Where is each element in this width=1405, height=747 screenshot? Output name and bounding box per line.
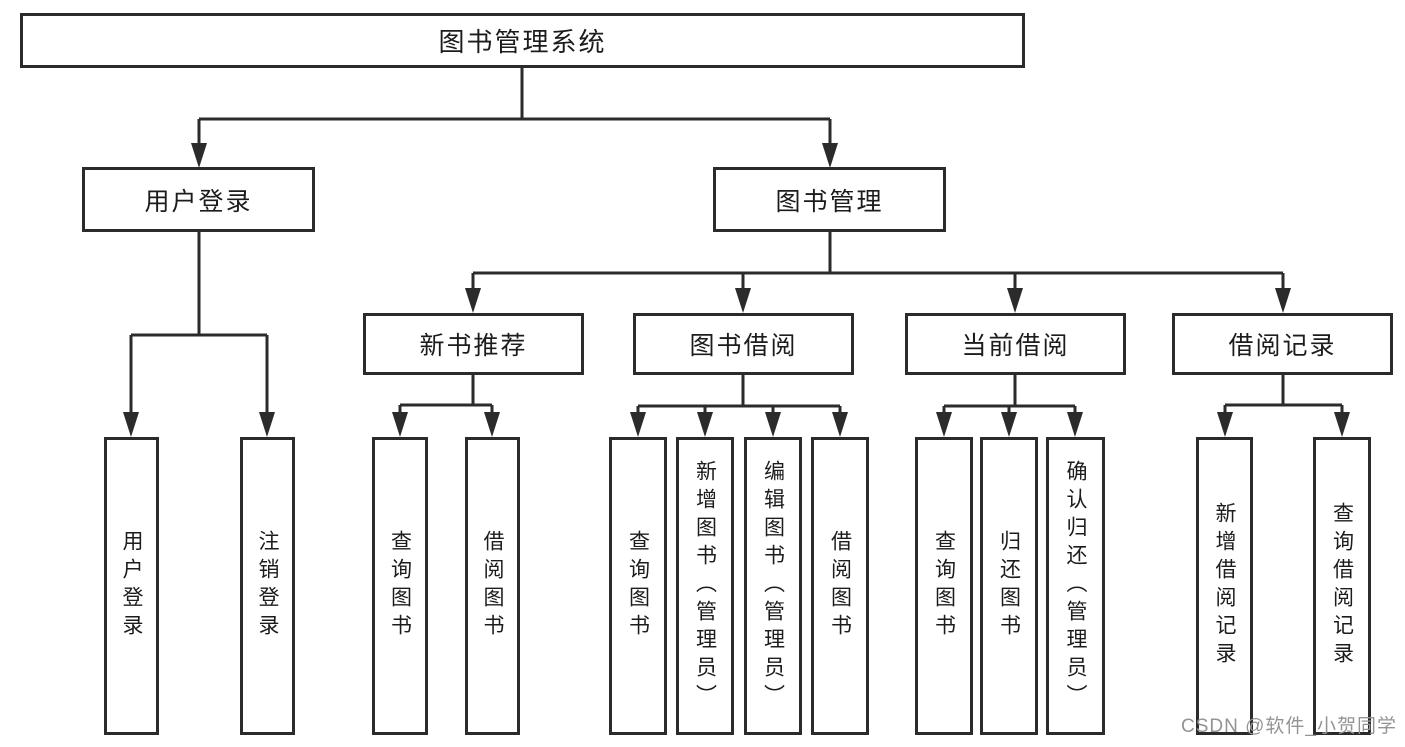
- leaf-query-book-recommend: 查询图书: [372, 437, 428, 735]
- leaf-label: 编辑图书（管理员）: [761, 460, 785, 712]
- leaf-borrow-book: 借阅图书: [811, 437, 869, 735]
- connector-book-mgmt-children: [465, 232, 1291, 313]
- leaf-edit-book-admin: 编辑图书（管理员）: [744, 437, 802, 735]
- arrowhead-icon: [1067, 412, 1083, 437]
- connector-root-to-level2: [191, 68, 838, 168]
- arrowhead-icon: [832, 412, 848, 437]
- node-root: 图书管理系统: [20, 13, 1025, 68]
- node-book-management: 图书管理: [713, 167, 946, 232]
- leaf-label: 新增借阅记录: [1213, 502, 1236, 670]
- node-user-login: 用户登录: [82, 167, 315, 232]
- arrowhead-icon: [630, 412, 646, 437]
- arrowhead-icon: [465, 288, 481, 313]
- arrowhead-icon: [123, 412, 139, 437]
- leaf-borrow-book-recommend: 借阅图书: [465, 437, 520, 735]
- leaf-query-borrow-record: 查询借阅记录: [1313, 437, 1371, 735]
- leaf-user-login: 用户登录: [104, 437, 159, 735]
- connector-book-borrow-children: [630, 375, 848, 437]
- arrowhead-icon: [259, 412, 275, 437]
- leaf-label: 用户登录: [120, 530, 143, 642]
- arrowhead-icon: [936, 412, 952, 437]
- connector-current-borrow-children: [936, 375, 1083, 437]
- node-new-book-recommend: 新书推荐: [363, 313, 584, 375]
- arrowhead-icon: [484, 412, 500, 437]
- leaf-label: 查询图书: [626, 530, 650, 642]
- leaf-query-book-current: 查询图书: [915, 437, 973, 735]
- node-borrow-record: 借阅记录: [1172, 313, 1393, 375]
- arrowhead-icon: [1001, 412, 1017, 437]
- leaf-label: 归还图书: [997, 530, 1021, 642]
- leaf-label: 查询图书: [932, 530, 956, 642]
- leaf-return-book: 归还图书: [980, 437, 1038, 735]
- arrowhead-icon: [765, 412, 781, 437]
- leaf-label: 确认归还（管理员）: [1064, 460, 1087, 712]
- leaf-label: 注销登录: [256, 530, 279, 642]
- leaf-label: 新增图书（管理员）: [693, 460, 717, 712]
- csdn-watermark: CSDN @软件_小贺同学: [1181, 716, 1397, 737]
- leaf-label: 查询图书: [388, 530, 412, 642]
- node-book-borrow: 图书借阅: [633, 313, 854, 375]
- leaf-label: 借阅图书: [828, 530, 852, 642]
- leaf-label: 借阅图书: [481, 530, 504, 642]
- leaf-logout: 注销登录: [240, 437, 295, 735]
- arrowhead-icon: [191, 143, 207, 168]
- arrowhead-icon: [1275, 288, 1291, 313]
- node-current-borrow: 当前借阅: [905, 313, 1126, 375]
- leaf-confirm-return-admin: 确认归还（管理员）: [1046, 437, 1105, 735]
- arrowhead-icon: [1007, 288, 1023, 313]
- arrowhead-icon: [822, 143, 838, 168]
- leaf-add-borrow-record: 新增借阅记录: [1196, 437, 1253, 735]
- connector-new-book-children: [392, 375, 500, 437]
- leaf-label: 查询借阅记录: [1330, 502, 1354, 670]
- arrowhead-icon: [392, 412, 408, 437]
- connector-borrow-record-children: [1217, 375, 1350, 437]
- connector-user-login-children: [123, 232, 275, 437]
- arrowhead-icon: [1217, 412, 1233, 437]
- arrowhead-icon: [1334, 412, 1350, 437]
- leaf-add-book-admin: 新增图书（管理员）: [676, 437, 734, 735]
- arrowhead-icon: [735, 288, 751, 313]
- arrowhead-icon: [697, 412, 713, 437]
- leaf-query-book-borrow: 查询图书: [609, 437, 667, 735]
